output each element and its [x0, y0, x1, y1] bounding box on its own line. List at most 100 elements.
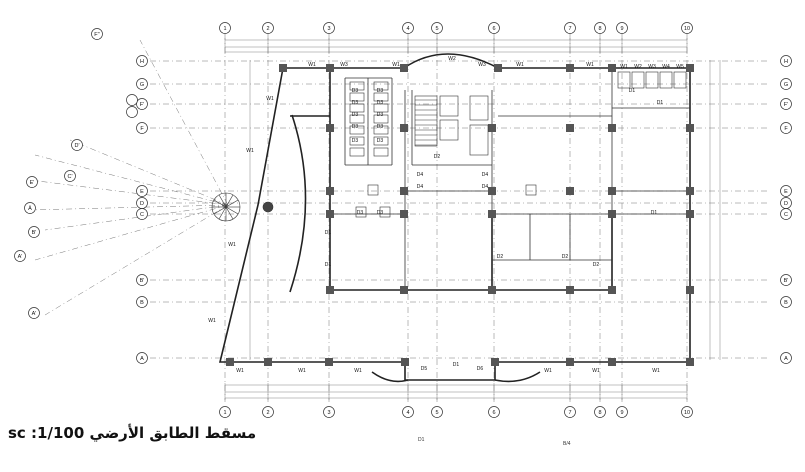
grid-bubble-circle: [91, 28, 103, 40]
structural-column: [400, 124, 408, 132]
grid-bubble-bottom: 7: [564, 406, 576, 418]
grid-bubble-label: F': [784, 102, 788, 108]
door-tag-d2: D2: [562, 254, 569, 260]
grid-bubble-top: 6: [488, 22, 500, 34]
grid-bubble-label: H: [140, 59, 144, 65]
grid-bubble-left: B': [136, 274, 148, 286]
grid-bubble-right: B': [780, 274, 792, 286]
door-tag-d3: D3: [352, 138, 359, 144]
spiral-stair-tread: [225, 194, 234, 208]
grid-bubble-left: H: [136, 55, 148, 67]
grid-bubble-label: A': [18, 254, 23, 260]
grid-bubble-circle: [780, 208, 792, 220]
spiral-stair-tread: [218, 194, 227, 208]
structural-column: [279, 64, 287, 72]
grid-bubble-bottom: 2: [262, 406, 274, 418]
structural-column: [686, 210, 694, 218]
wc-cubicle: [373, 81, 389, 91]
grid-bubble-label: A': [32, 311, 37, 317]
walls: [218, 53, 691, 383]
wc-cubicle: [349, 81, 365, 91]
structural-column: [686, 358, 694, 366]
grid-bubble-label: 2: [266, 26, 269, 32]
grid-bubble-label: B: [784, 300, 788, 306]
grid-bubble-circle: [28, 307, 40, 319]
window-tag-w: W5: [676, 64, 684, 70]
wall-left-angled: [218, 67, 405, 363]
grid-bubble-label: D: [140, 201, 144, 207]
door-tag-d1: D1: [325, 230, 332, 236]
grid-bubble-circle: [262, 22, 274, 34]
grid-bubble-radial: E': [26, 176, 38, 188]
grid-bubble-label: A: [140, 356, 144, 362]
grid-line-radial: [69, 139, 229, 206]
structural-column: [686, 187, 694, 195]
grid-bubble-label: E: [140, 189, 144, 195]
stair-flight: [414, 95, 438, 147]
grid-bubble-circle: [136, 185, 148, 197]
grid-bubble-label: 7: [568, 26, 571, 32]
grid-bubble-left: F': [136, 98, 148, 110]
door-tag-d1: D1: [453, 362, 460, 368]
structural-column: [488, 124, 496, 132]
window-tag-w1: W1: [228, 242, 236, 248]
grid-bubble-right: D: [780, 197, 792, 209]
door-tag-d3: D3: [357, 210, 364, 216]
structural-column: [326, 286, 334, 294]
grid-bubble-bottom: 8: [594, 406, 606, 418]
grid-bubble-radial: C': [64, 170, 76, 182]
grid-bubble-right: A: [780, 352, 792, 364]
wall-bottom-bay-left: [371, 371, 409, 383]
door-tag-d4: D4: [417, 172, 424, 178]
grid-bubble-bottom: 1: [219, 406, 231, 418]
structural-column: [686, 64, 694, 72]
grid-line-radial: [34, 154, 229, 206]
grid-bubble-radial: Â: [24, 202, 36, 214]
grid-bubble-label: 6: [492, 26, 495, 32]
window-tag-w1: W1: [392, 62, 400, 68]
elevator-shaft: [439, 95, 459, 117]
grid-bubble-right: C: [780, 208, 792, 220]
window-tag-w1: W1: [354, 368, 362, 374]
grid-bubble-label: 4: [406, 410, 409, 416]
window-tag-w3: W3: [340, 62, 348, 68]
grid-line-radial: [29, 179, 229, 206]
door-tag-d5: D5: [421, 366, 428, 372]
grid-bubble-circle: [219, 406, 231, 418]
grid-bubble-bottom: 6: [488, 406, 500, 418]
grid-bubble-label: F: [140, 126, 144, 132]
window-tag-w1: W1: [266, 96, 274, 102]
grid-bubble-label: B': [32, 230, 37, 236]
wc-cubicle: [373, 147, 389, 157]
grid-line-radial: [34, 204, 229, 261]
structural-column: [488, 286, 496, 294]
wc-cubicle: [349, 103, 365, 113]
grid-bubble-label: F: [784, 126, 788, 132]
elevator-shaft: [439, 119, 459, 141]
grid-bubble-label: 1: [223, 26, 226, 32]
wc-cubicle: [373, 136, 389, 146]
door-tag-d2: D2: [497, 254, 504, 260]
door-tag-d3: D3: [352, 124, 359, 130]
grid-bubble-label: C: [784, 212, 788, 218]
wc-cubicle: [373, 92, 389, 102]
grid-bubble-label: 9: [620, 26, 623, 32]
grid-bubble-top: 9: [616, 22, 628, 34]
grid-bubble-top: 4: [402, 22, 414, 34]
wall-core-left: [329, 68, 405, 291]
grid-line-radial: [44, 204, 229, 231]
grid-bubble-label: H: [784, 59, 788, 65]
grid-bubble-bottom: 4: [402, 406, 414, 418]
structural-column: [494, 64, 502, 72]
window-tag-w1: W1: [652, 368, 660, 374]
grid-line-radial: [139, 39, 229, 206]
grid-bubble-circle: [616, 22, 628, 34]
grid-bubble-right: H: [780, 55, 792, 67]
grid-bubble-bottom: 10: [681, 406, 693, 418]
door-tag-d1: D1: [325, 262, 332, 268]
grid-bubble-label: 10: [684, 410, 690, 416]
grid-bubble-label: D: [784, 201, 788, 207]
grid-bubble-circle: [71, 139, 83, 151]
door-tag-d3: D3: [377, 100, 384, 106]
grid-bubble-label: A: [784, 356, 788, 362]
